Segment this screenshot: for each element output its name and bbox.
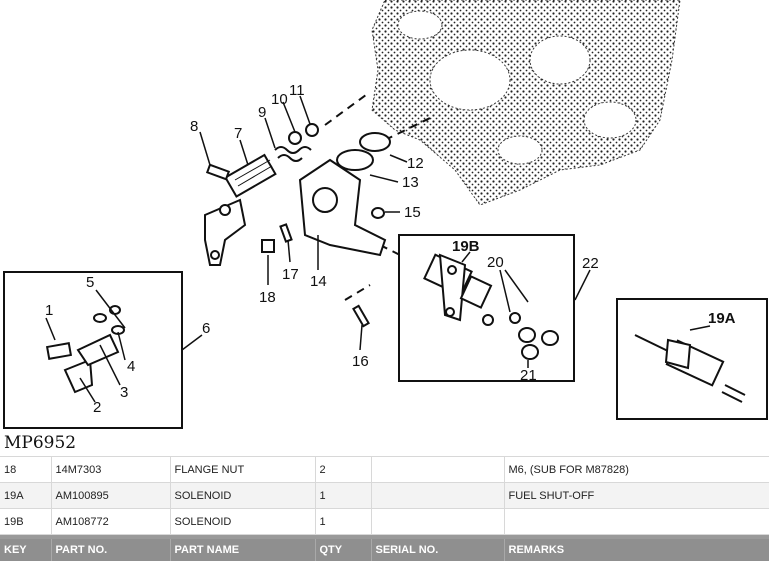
header-part-no[interactable]: PART NO. <box>51 538 171 561</box>
callout-14: 14 <box>310 273 327 290</box>
callout-17: 17 <box>282 266 299 283</box>
detail-box-19a <box>616 298 768 420</box>
cell-serial-no <box>371 508 505 535</box>
table-row[interactable]: 19B AM108772 SOLENOID 1 <box>0 508 769 535</box>
header-qty[interactable]: QTY <box>315 538 372 561</box>
callout-labels: 1 2 3 4 5 6 7 8 9 10 11 12 13 14 15 16 1… <box>45 82 736 416</box>
callout-8: 8 <box>190 118 198 135</box>
table-row[interactable]: 18 14M7303 FLANGE NUT 2 M6, (SUB FOR M87… <box>0 456 769 483</box>
callout-9: 9 <box>258 104 266 121</box>
callout-11: 11 <box>289 82 305 99</box>
callout-6: 6 <box>202 320 210 337</box>
callout-7: 7 <box>234 125 242 142</box>
cell-part-no: 14M7303 <box>51 456 171 483</box>
header-serial-no[interactable]: SERIAL NO. <box>371 538 505 561</box>
engine-block-illustration <box>371 0 681 206</box>
cell-remarks: M6, (SUB FOR M87828) <box>504 456 769 483</box>
callout-1: 1 <box>45 302 53 319</box>
cell-qty: 2 <box>315 456 372 483</box>
table-row[interactable]: 19A AM100895 SOLENOID 1 FUEL SHUT-OFF <box>0 482 769 509</box>
cell-key: 19B <box>0 508 52 535</box>
cell-qty: 1 <box>315 482 372 509</box>
cell-part-name: SOLENOID <box>170 482 316 509</box>
header-key[interactable]: KEY <box>0 538 52 561</box>
callout-20: 20 <box>487 254 504 271</box>
cell-serial-no <box>371 482 505 509</box>
spring-illustration <box>274 123 319 162</box>
cell-serial-no <box>371 456 505 483</box>
table-separator <box>0 534 769 539</box>
callout-16: 16 <box>352 353 369 370</box>
callout-22: 22 <box>582 255 599 272</box>
cell-remarks <box>504 508 769 535</box>
callout-10: 10 <box>271 91 288 108</box>
table-header-row: KEY PART NO. PART NAME QTY SERIAL NO. RE… <box>0 538 769 561</box>
cell-part-no: AM100895 <box>51 482 171 509</box>
bracket-illustration <box>298 132 391 257</box>
callout-5: 5 <box>86 274 94 291</box>
header-part-name[interactable]: PART NAME <box>170 538 316 561</box>
callout-18: 18 <box>259 289 276 306</box>
shaft-lever-illustration <box>204 153 277 266</box>
callout-3: 3 <box>120 384 128 401</box>
cell-key: 18 <box>0 456 52 483</box>
callout-15: 15 <box>404 204 421 221</box>
cell-part-name: FLANGE NUT <box>170 456 316 483</box>
cell-part-name: SOLENOID <box>170 508 316 535</box>
leader-lines <box>45 95 711 403</box>
cell-part-no: AM108772 <box>51 508 171 535</box>
callout-19b: 19B <box>452 238 480 255</box>
callout-4: 4 <box>127 358 135 375</box>
parts-diagram: 1 2 3 4 5 6 7 8 9 10 11 12 13 14 15 16 1… <box>3 0 768 453</box>
callout-21: 21 <box>520 367 537 384</box>
cell-remarks: FUEL SHUT-OFF <box>504 482 769 509</box>
parts-table: 18 14M7303 FLANGE NUT 2 M6, (SUB FOR M87… <box>0 456 769 561</box>
callout-19a: 19A <box>708 310 736 327</box>
pin-illustration <box>205 163 231 181</box>
callout-13: 13 <box>402 174 419 191</box>
callout-12: 12 <box>407 155 424 172</box>
callout-2: 2 <box>93 399 101 416</box>
detail-box-22 <box>398 234 575 382</box>
detail-box-6 <box>3 271 183 429</box>
cell-qty: 1 <box>315 508 372 535</box>
header-remarks[interactable]: REMARKS <box>504 538 769 561</box>
cell-key: 19A <box>0 482 52 509</box>
diagram-code: MP6952 <box>4 433 76 453</box>
